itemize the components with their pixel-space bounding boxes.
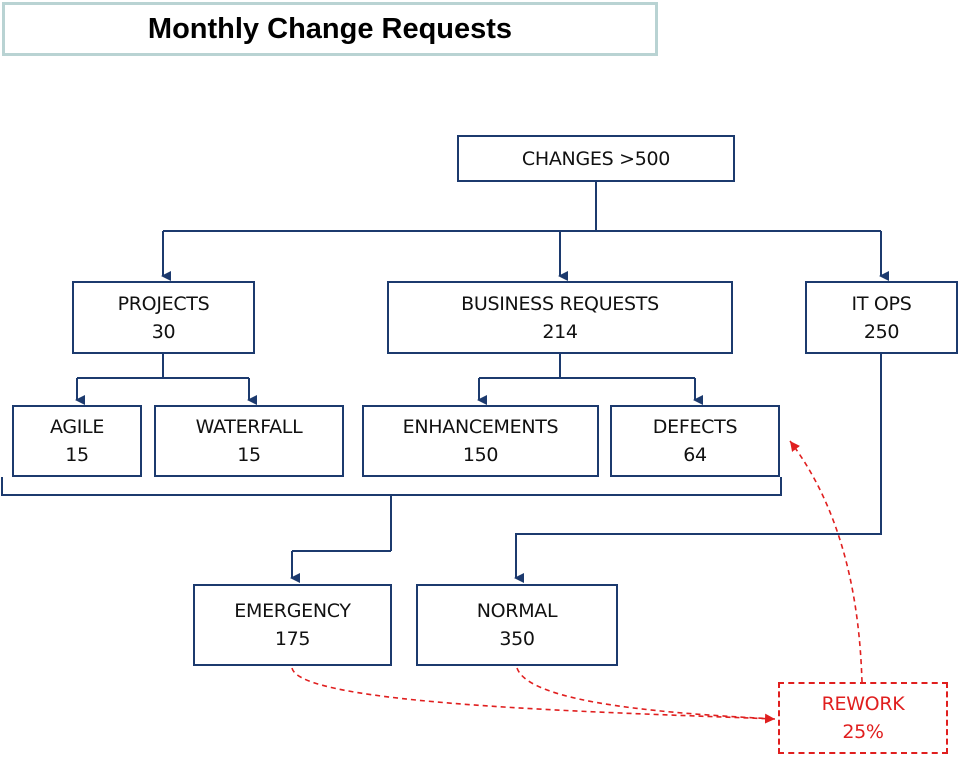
rework-arrow-to-defects	[789, 440, 863, 683]
node-business-requests: BUSINESS REQUESTS 214	[387, 281, 733, 354]
node-value: 15	[65, 444, 89, 466]
diagram-title: Monthly Change Requests	[147, 12, 513, 45]
node-value: 350	[499, 628, 535, 650]
node-label: EMERGENCY	[234, 600, 351, 622]
node-emergency: EMERGENCY 175	[193, 584, 392, 666]
node-value: 175	[274, 628, 311, 650]
node-it-ops: IT OPS 250	[805, 281, 958, 354]
connector-itops-to-normal	[514, 354, 882, 583]
rework-arrow-from-emergency	[291, 667, 776, 724]
connector-level2-bracket	[1, 477, 782, 496]
node-label: IT OPS	[851, 292, 912, 315]
node-normal: NORMAL 350	[416, 584, 618, 666]
node-changes-root: CHANGES >500	[457, 135, 735, 182]
node-agile: AGILE 15	[12, 405, 142, 477]
node-defects: DEFECTS 64	[610, 405, 780, 477]
node-value: 25%	[842, 721, 884, 743]
node-label: AGILE	[49, 416, 105, 438]
title-box: Monthly Change Requests	[2, 2, 658, 56]
node-value: 30	[151, 320, 176, 343]
node-label: DEFECTS	[652, 416, 738, 438]
node-rework: REWORK 25%	[778, 682, 948, 754]
node-label: ENHANCEMENTS	[402, 416, 559, 438]
rework-arrow-from-normal	[516, 667, 776, 720]
node-label: BUSINESS REQUESTS	[461, 292, 659, 315]
node-label: NORMAL	[476, 600, 558, 622]
node-enhancements: ENHANCEMENTS 150	[362, 405, 599, 477]
node-value: 214	[542, 320, 578, 343]
node-projects: PROJECTS 30	[72, 281, 255, 354]
node-waterfall: WATERFALL 15	[154, 405, 344, 477]
node-value: 64	[683, 444, 707, 466]
node-value: 150	[462, 444, 499, 466]
node-value: 250	[863, 320, 900, 343]
node-label: REWORK	[821, 693, 905, 715]
node-value: 15	[237, 444, 261, 466]
node-label: CHANGES >500	[521, 147, 671, 170]
node-label: WATERFALL	[195, 416, 303, 438]
node-label: PROJECTS	[117, 292, 210, 315]
